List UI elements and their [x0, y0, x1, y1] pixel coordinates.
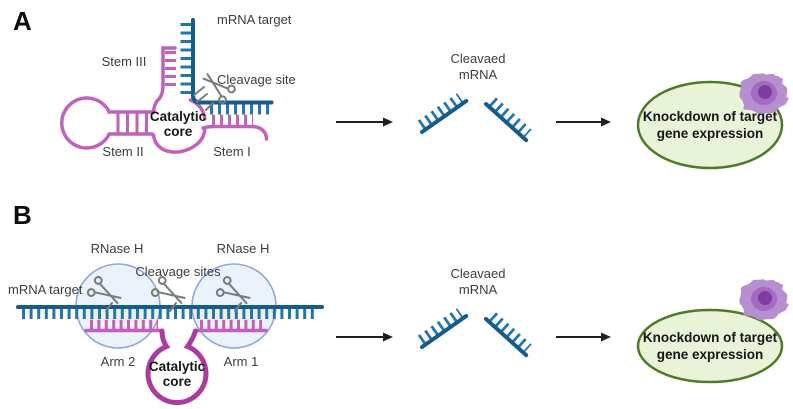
panel-b: B RNase H RNa — [8, 200, 789, 406]
panel-a-letter: A — [13, 6, 32, 36]
arm-2-label: Arm 2 — [101, 354, 136, 369]
catalytic-core-loop — [145, 328, 209, 406]
arm-1-label: Arm 1 — [224, 354, 259, 369]
arrow-right-icon — [556, 332, 611, 342]
rnase-h-right-label: RNase H — [217, 241, 270, 256]
stem-ii-label: Stem II — [102, 144, 143, 159]
mrna-target-label: mRNA target — [217, 12, 292, 27]
virus-particle-icon — [739, 73, 789, 115]
rnase-h-left-label: RNase H — [91, 241, 144, 256]
arrow-right-icon — [336, 117, 393, 127]
scissors-icon — [215, 276, 251, 305]
mrna-fragment-left — [417, 93, 469, 134]
panel-b-letter: B — [13, 200, 32, 230]
arrow-right-icon — [336, 332, 393, 342]
stem-iii-label: Stem III — [102, 54, 147, 69]
knockdown-label-line2: gene expression — [657, 347, 764, 362]
mrna-target-label: mRNA target — [8, 282, 83, 297]
stem-ii-loop — [60, 96, 111, 150]
virus-particle-icon — [739, 279, 789, 321]
cleavage-sites-label: Cleavage sites — [135, 264, 221, 279]
panel-a: A mRNA target Stem III Cleavage site Cat… — [13, 6, 789, 170]
mrna-fragment-left — [417, 308, 469, 349]
knockdown-label-line1: Knockdown of target — [643, 109, 778, 124]
stem-ii-rails — [107, 110, 154, 136]
cleavage-cut-marks — [105, 302, 242, 312]
catalytic-core-label-line2: core — [164, 124, 193, 139]
scissors-icon — [86, 276, 122, 305]
cleaved-mrna-label-line1: Cleavaed — [451, 266, 506, 281]
mrna-fragment-right — [484, 97, 532, 143]
cleavage-cut-marks — [193, 86, 214, 111]
mrna-target-strand — [191, 18, 274, 105]
catalytic-core-label-line1: Catalytic — [149, 359, 206, 374]
catalytic-core-arc-bottom — [151, 127, 207, 154]
cleavage-site-label: Cleavage site — [217, 72, 296, 87]
scissors-icon — [150, 276, 186, 305]
arrow-right-icon — [556, 117, 611, 127]
stem-iii-strand — [151, 46, 177, 115]
knockdown-label-line1: Knockdown of target — [643, 330, 778, 345]
cleaved-mrna-label-line2: mRNA — [459, 67, 498, 82]
mrna-fragment-right — [484, 312, 532, 358]
knockdown-label-line2: gene expression — [657, 126, 764, 141]
scissors-icon — [202, 73, 236, 105]
stem-i-label: Stem I — [213, 144, 251, 159]
catalytic-core-label-line2: core — [163, 374, 192, 389]
cleaved-mrna-label-line2: mRNA — [459, 282, 498, 297]
stem-ii-rungs — [116, 112, 148, 134]
catalytic-core-label-line1: Catalytic — [150, 109, 207, 124]
stem-i-strand — [201, 124, 269, 141]
cell-ellipse — [636, 308, 784, 384]
cleaved-mrna-label-line1: Cleavaed — [451, 51, 506, 66]
